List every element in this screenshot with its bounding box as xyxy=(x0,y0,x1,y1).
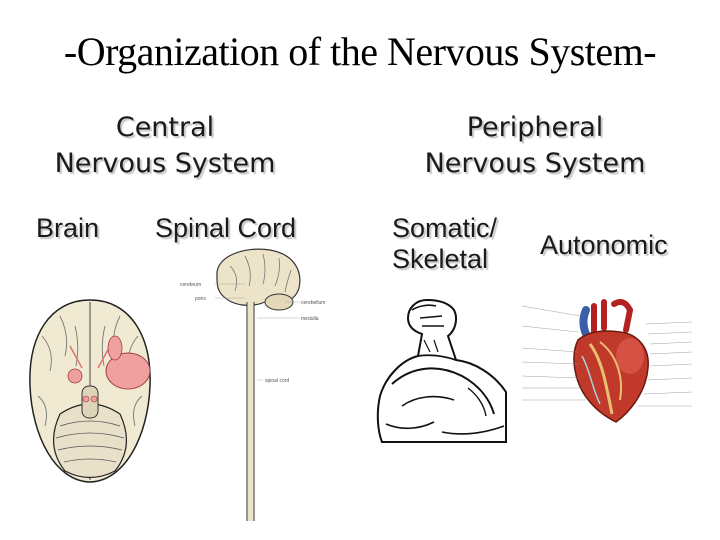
pns-heading-line1: Peripheral xyxy=(466,112,604,143)
spinal-diagram-label-pons: pons xyxy=(195,296,206,302)
spinal-cord-icon: cerebrum pons cerebellum medulla spinal … xyxy=(180,248,325,521)
brain-label: Brain xyxy=(36,213,100,243)
spinal-cord-label: Spinal Cord xyxy=(155,213,297,243)
somatic-label-line2: Skeletal xyxy=(392,244,489,274)
cns-heading-line1: Central xyxy=(115,112,215,143)
cns-heading-line2: Nervous System xyxy=(54,148,276,179)
spinal-diagram-label-spinal-cord: spinal cord xyxy=(265,378,289,384)
page-title: -Organization of the Nervous System- xyxy=(63,29,657,74)
autonomic-label: Autonomic xyxy=(540,230,668,260)
spinal-diagram-label-medulla: medulla xyxy=(301,316,319,322)
brain-icon xyxy=(29,299,151,483)
muscle-arm-icon xyxy=(376,298,507,443)
spinal-diagram-label-cerebellum: cerebellum xyxy=(301,300,325,306)
somatic-label-line1: Somatic/ xyxy=(392,213,498,243)
cns-heading: Central Nervous System xyxy=(20,110,310,182)
pns-heading-line2: Nervous System xyxy=(424,148,646,179)
somatic-label: Somatic/ Skeletal xyxy=(392,213,497,275)
pns-heading: Peripheral Nervous System xyxy=(390,110,680,182)
spinal-diagram-label-cerebrum: cerebrum xyxy=(180,282,201,288)
heart-icon xyxy=(521,299,693,423)
